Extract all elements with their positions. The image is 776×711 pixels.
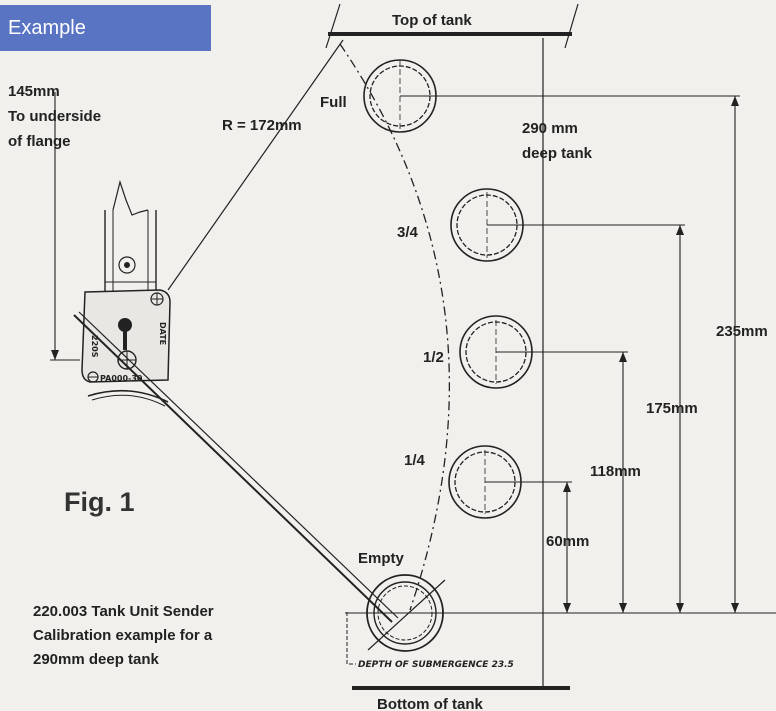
float-arm xyxy=(73,311,399,623)
radius-label: R = 172mm xyxy=(222,117,302,134)
top-of-tank-label: Top of tank xyxy=(392,12,472,29)
flange-dimension xyxy=(50,92,80,361)
example-badge: Example xyxy=(0,5,211,51)
flange-note-line-1: 145mm xyxy=(8,83,60,100)
depth-label-line-1: 290 mm xyxy=(522,120,578,137)
submergence-note: DEPTH OF SUBMERGENCE 23.5 xyxy=(358,660,514,670)
float-arc xyxy=(339,43,450,611)
figure-label: Fig. 1 xyxy=(64,487,135,517)
bottom-of-tank-label: Bottom of tank xyxy=(377,696,483,711)
half-level-line xyxy=(495,320,628,384)
position-label-empty: Empty xyxy=(358,550,405,567)
height-label-175: 175mm xyxy=(646,400,698,417)
position-label-quarter: 1/4 xyxy=(404,452,426,469)
height-label-60: 60mm xyxy=(546,533,589,550)
height-label-235: 235mm xyxy=(716,323,768,340)
dim-118 xyxy=(619,352,627,613)
flange-note-line-3: of flange xyxy=(8,133,71,150)
three-quarter-level-line xyxy=(486,192,685,258)
depth-label-line-2: deep tank xyxy=(522,145,593,162)
full-level-line xyxy=(399,60,740,130)
caption-line-2: Calibration example for a xyxy=(33,627,213,644)
sender-right-mark: DATE xyxy=(158,322,167,345)
sender-bottom-mark: PA000-30 xyxy=(100,374,143,383)
caption-line-1: 220.003 Tank Unit Sender xyxy=(33,603,214,620)
caption-line-3: 290mm deep tank xyxy=(33,651,160,668)
dim-175 xyxy=(676,225,684,613)
quarter-level-line xyxy=(484,450,572,514)
height-label-118: 118mm xyxy=(590,463,641,480)
position-label-three-quarter: 3/4 xyxy=(397,224,419,241)
sender-unit: 220S DATE PA000-30 xyxy=(81,179,171,407)
flange-note-line-2: To underside xyxy=(8,108,101,125)
dim-60 xyxy=(563,482,571,613)
position-label-full: Full xyxy=(320,94,347,111)
dim-235 xyxy=(731,96,739,613)
tank-top-plate xyxy=(325,3,579,49)
submergence-bracket xyxy=(346,612,356,665)
sender-left-mark: 220S xyxy=(90,335,99,358)
radius-line xyxy=(167,39,344,291)
position-label-half: 1/2 xyxy=(423,349,444,366)
